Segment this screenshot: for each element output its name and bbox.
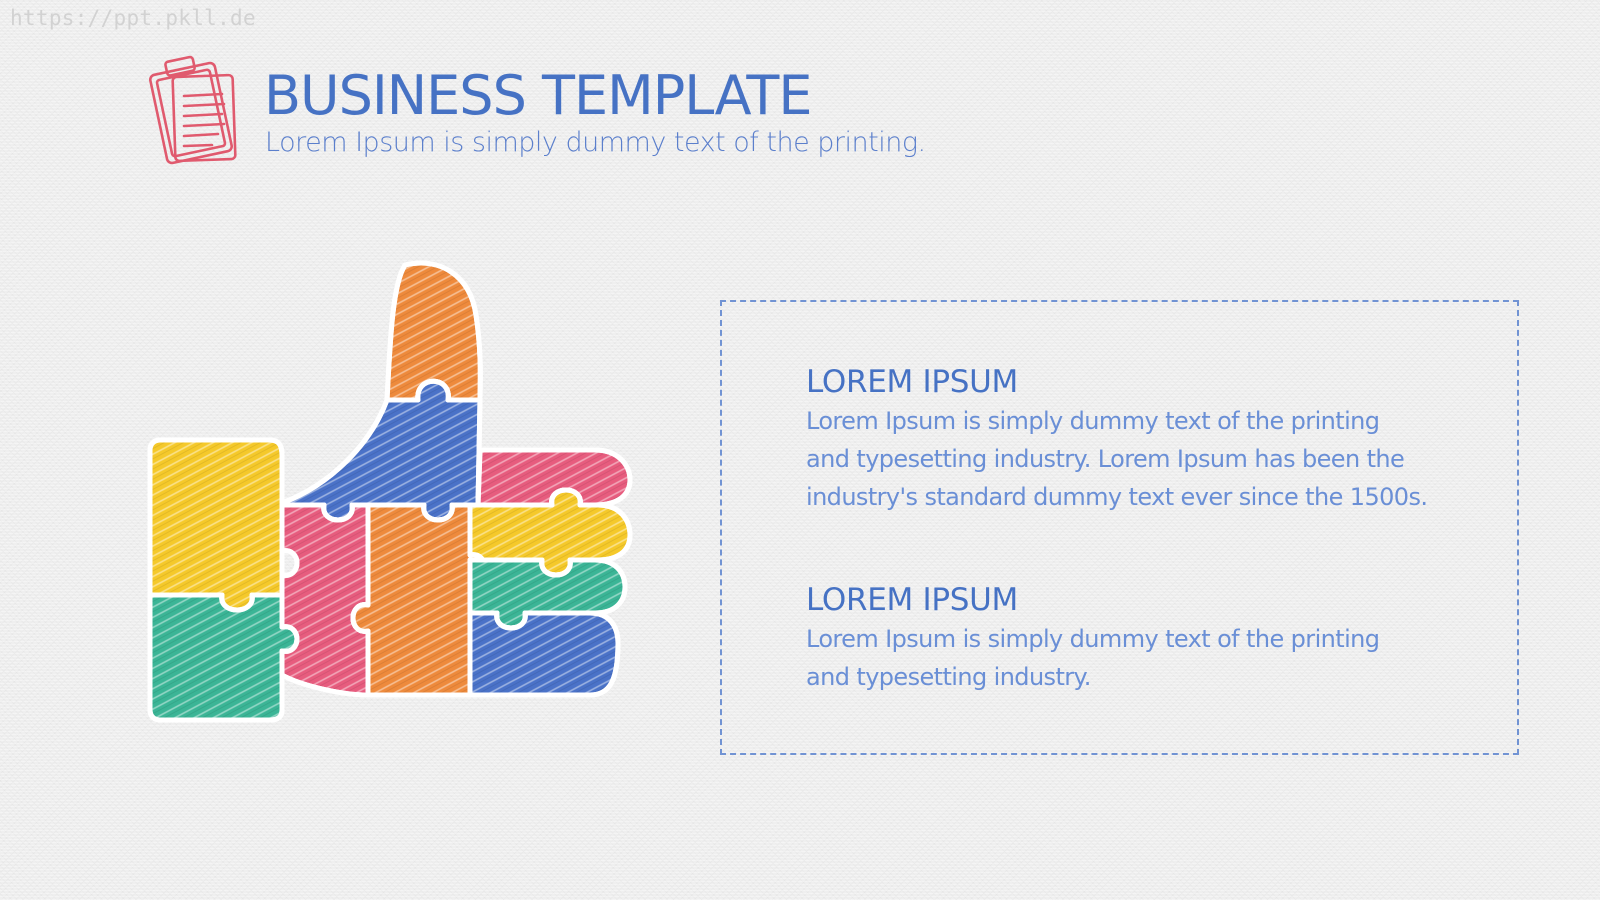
info-section: LOREM IPSUM Lorem Ipsum is simply dummy … bbox=[806, 580, 1486, 696]
section-body-line: Lorem Ipsum is simply dummy text of the … bbox=[806, 625, 1380, 653]
section-body-line: Lorem Ipsum is simply dummy text of the … bbox=[806, 407, 1380, 435]
page-title: BUSINESS TEMPLATE bbox=[264, 64, 812, 127]
section-body: Lorem Ipsum is simply dummy text of the … bbox=[806, 402, 1486, 516]
thumbs-up-puzzle-icon bbox=[147, 260, 633, 723]
section-body-line: and typesetting industry. bbox=[806, 663, 1091, 691]
clipboard-icon bbox=[148, 55, 237, 165]
section-body: Lorem Ipsum is simply dummy text of the … bbox=[806, 620, 1486, 696]
page-subtitle: Lorem Ipsum is simply dummy text of the … bbox=[265, 127, 926, 158]
section-body-line: industry's standard dummy text ever sinc… bbox=[806, 483, 1428, 511]
watermark-url: https://ppt.pkll.de bbox=[10, 6, 256, 30]
info-box: LOREM IPSUM Lorem Ipsum is simply dummy … bbox=[720, 300, 1519, 755]
info-section: LOREM IPSUM Lorem Ipsum is simply dummy … bbox=[806, 362, 1486, 516]
section-body-line: and typesetting industry. Lorem Ipsum ha… bbox=[806, 445, 1405, 473]
section-heading: LOREM IPSUM bbox=[806, 364, 1018, 400]
section-heading: LOREM IPSUM bbox=[806, 582, 1018, 618]
